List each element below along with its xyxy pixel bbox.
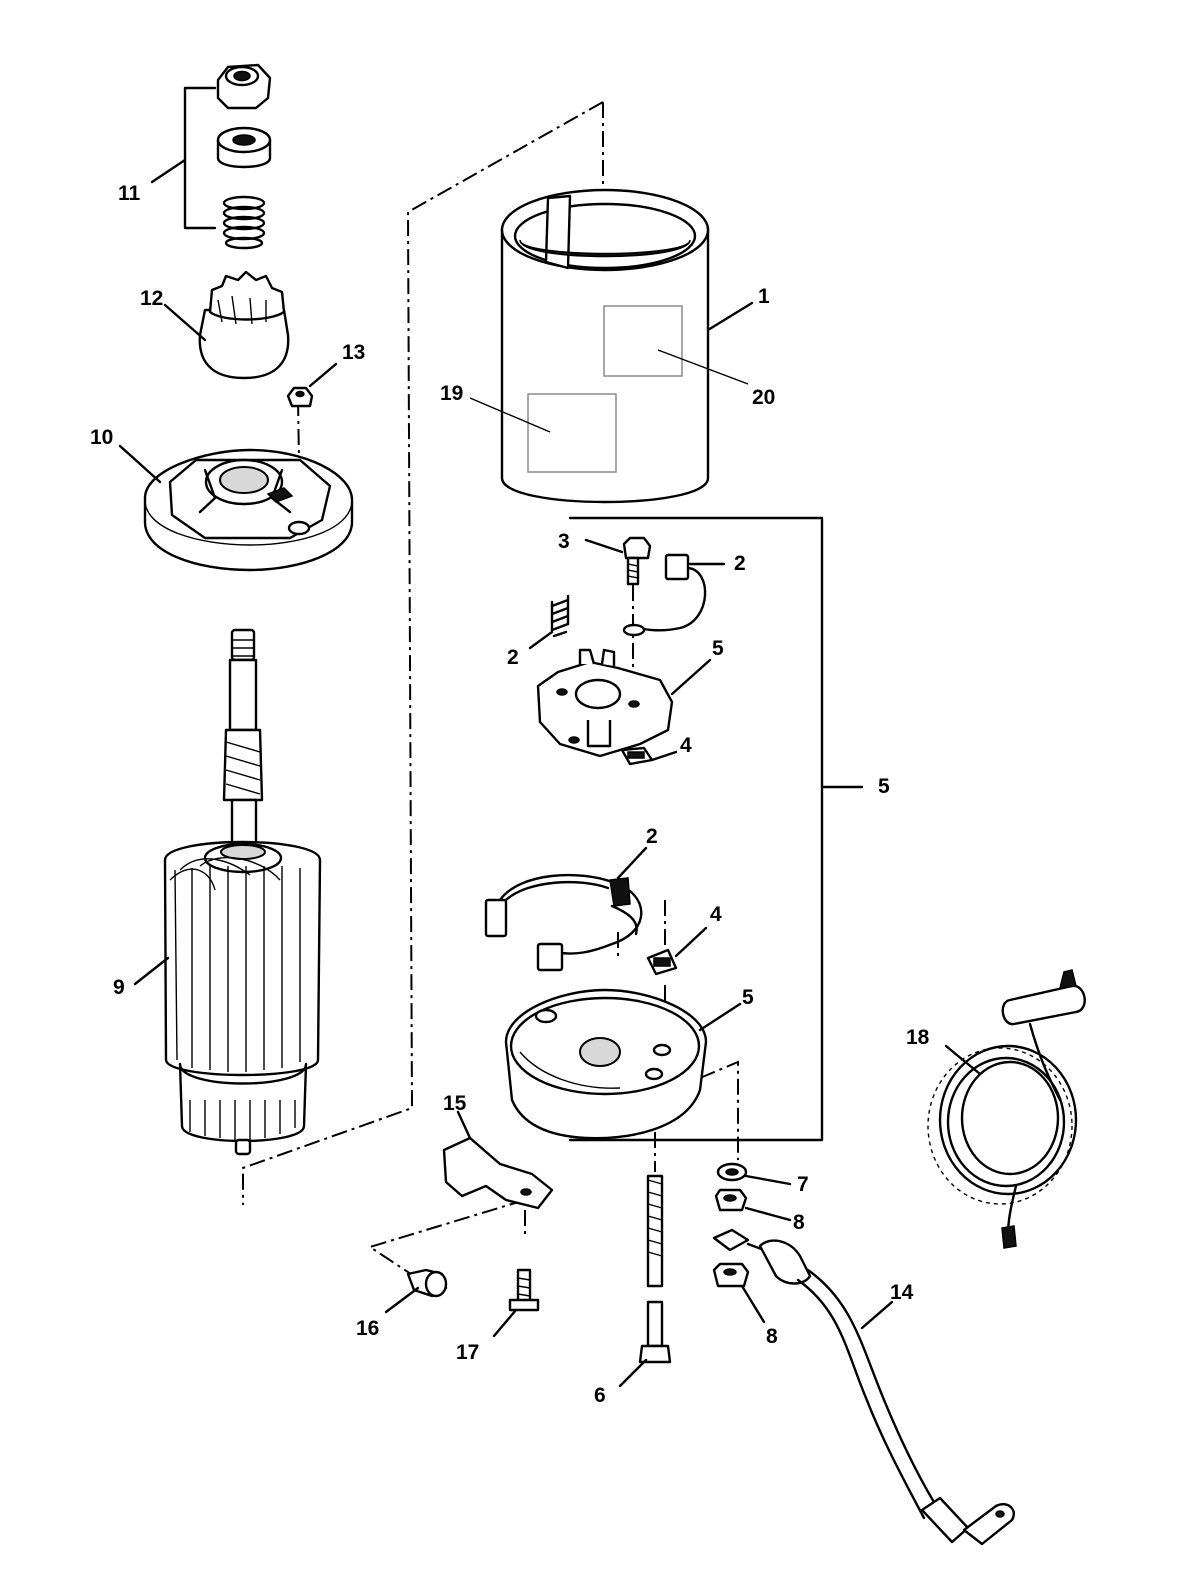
callout-18: 18: [906, 1026, 930, 1049]
part-13-nut: [286, 362, 338, 408]
callout-5-group: 5: [878, 775, 890, 798]
part-1-motor-housing: [500, 188, 754, 504]
callout-2-spring: 2: [507, 646, 519, 669]
part-6-through-bolt: [618, 1174, 672, 1388]
part-10-drive-end-cap: [118, 444, 354, 572]
callout-2-lower: 2: [646, 825, 658, 848]
part-14-cable: [712, 1228, 1015, 1546]
part-9-armature: [133, 628, 322, 1156]
callout-2-upper: 2: [734, 552, 746, 575]
callout-4-lower: 4: [710, 903, 722, 926]
callout-5-holder: 5: [712, 637, 724, 660]
callout-13: 13: [342, 341, 365, 364]
part-8-nut-lower: [712, 1262, 766, 1324]
callout-20: 20: [752, 386, 775, 409]
part-5-end-cap: [504, 988, 742, 1140]
part-4-nut-lower: [646, 926, 708, 976]
part-5-group-bracket: [568, 516, 864, 1142]
part-4-nut-upper: [620, 746, 678, 766]
part-2-brush-leads-lower: [484, 846, 648, 972]
callout-17: 17: [456, 1341, 479, 1364]
callout-8-lower: 8: [766, 1325, 778, 1348]
callout-4-upper: 4: [680, 734, 692, 757]
callout-10: 10: [90, 426, 113, 449]
callout-7: 7: [797, 1173, 809, 1196]
callout-6: 6: [594, 1384, 606, 1407]
part-5-brush-holder: [536, 648, 712, 758]
part-17-screw: [492, 1268, 540, 1338]
part-2-brush-lead-upper: [622, 553, 726, 637]
callout-1: 1: [758, 285, 770, 308]
part-18-wire-harness: [927, 969, 1086, 1249]
part-8-nut-upper: [714, 1188, 792, 1222]
callout-8-upper: 8: [793, 1211, 805, 1234]
part-11-nut-washer-spring: [150, 63, 272, 250]
callout-16: 16: [356, 1317, 379, 1340]
callout-12: 12: [140, 287, 163, 310]
callouts: 1 2 2 2 3 4 4 5 5 5 6 7 8 8 9 10 11 12 1…: [90, 182, 930, 1407]
part-7-washer: [716, 1162, 792, 1186]
part-2-brush-spring: [528, 594, 570, 650]
part-15-mounting-bracket: [442, 1110, 554, 1210]
callout-11: 11: [118, 182, 141, 205]
callout-19: 19: [440, 382, 463, 405]
label-leaders: [469, 349, 749, 433]
callout-9: 9: [113, 976, 125, 999]
part-16-screw: [384, 1268, 448, 1314]
callout-14: 14: [890, 1281, 914, 1304]
callout-3: 3: [558, 530, 570, 553]
callout-5-endcap: 5: [742, 986, 754, 1009]
part-12-drive-pinion: [163, 270, 290, 380]
callout-15: 15: [443, 1092, 467, 1115]
part-3-screw: [584, 536, 652, 586]
